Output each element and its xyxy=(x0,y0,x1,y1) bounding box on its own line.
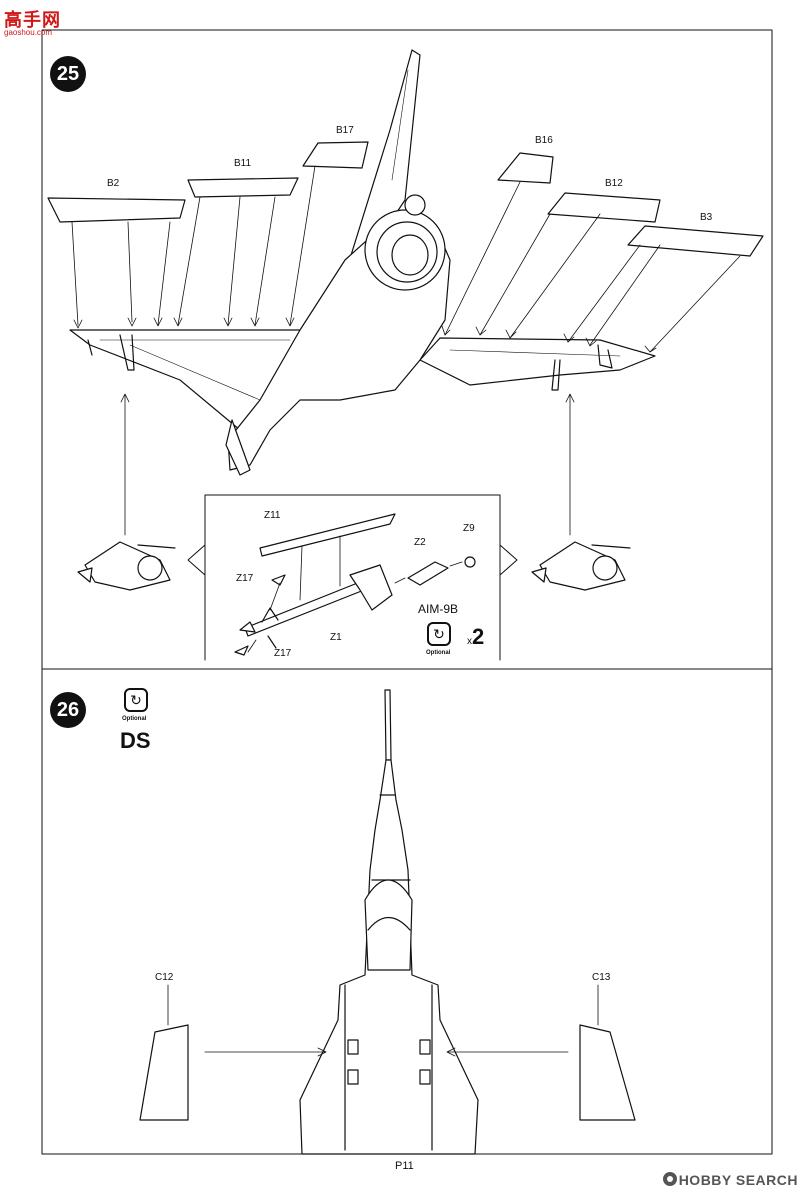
watermark-url: gaoshou.com xyxy=(4,28,53,37)
optional-label: Optional xyxy=(426,650,451,656)
hobby-search-logo-icon xyxy=(663,1172,677,1186)
part-c13-shape xyxy=(579,1024,636,1121)
part-label-z9: Z9 xyxy=(463,523,475,534)
part-b16-shape xyxy=(497,152,554,184)
part-label-c13: C13 xyxy=(592,972,611,983)
subassembly-bracket xyxy=(204,494,501,661)
missile-assembly-left xyxy=(77,541,176,591)
variant-label: DS xyxy=(120,728,151,753)
optional-rotate-icon: ↻ xyxy=(427,622,451,646)
part-label-b3: B3 xyxy=(700,212,713,223)
step-26-badge: 26 xyxy=(50,692,86,728)
aircraft-step25 xyxy=(69,49,656,476)
part-label-b17: B17 xyxy=(336,125,354,136)
part-b12-shape xyxy=(547,192,661,223)
assembly-arrows xyxy=(71,165,741,536)
part-b17-shape xyxy=(302,141,369,169)
page-number: P11 xyxy=(395,1160,414,1172)
part-label-b11: B11 xyxy=(234,158,252,169)
part-label-z11: Z11 xyxy=(264,510,281,521)
part-label-b16: B16 xyxy=(535,135,553,146)
part-b2-shape xyxy=(47,197,186,223)
part-label-z17-top: Z17 xyxy=(236,573,254,584)
part-c12-shape xyxy=(139,1024,189,1121)
step-25-badge: 25 xyxy=(50,56,86,92)
part-label-z2: Z2 xyxy=(414,537,426,548)
hobby-search-watermark: HOBBY SEARCH xyxy=(678,1172,798,1188)
part-label-z1: Z1 xyxy=(330,632,342,643)
part-label-c12: C12 xyxy=(155,972,174,983)
part-b3-shape xyxy=(627,225,764,257)
part-label-b12: B12 xyxy=(605,178,623,189)
part-label-b2: B2 xyxy=(107,178,120,189)
aircraft-step26 xyxy=(299,689,479,1155)
missile-assembly-right xyxy=(531,541,631,591)
quantity-multiplier: x2 xyxy=(467,624,485,649)
part-b11-shape xyxy=(187,177,299,198)
optional-label: Optional xyxy=(122,716,147,722)
optional-rotate-icon: ↻ xyxy=(124,688,148,712)
missile-name: AIM-9B xyxy=(418,602,459,616)
watermark-logo: 高手网 xyxy=(4,10,61,30)
part-label-z17-bottom: Z17 xyxy=(274,648,292,659)
